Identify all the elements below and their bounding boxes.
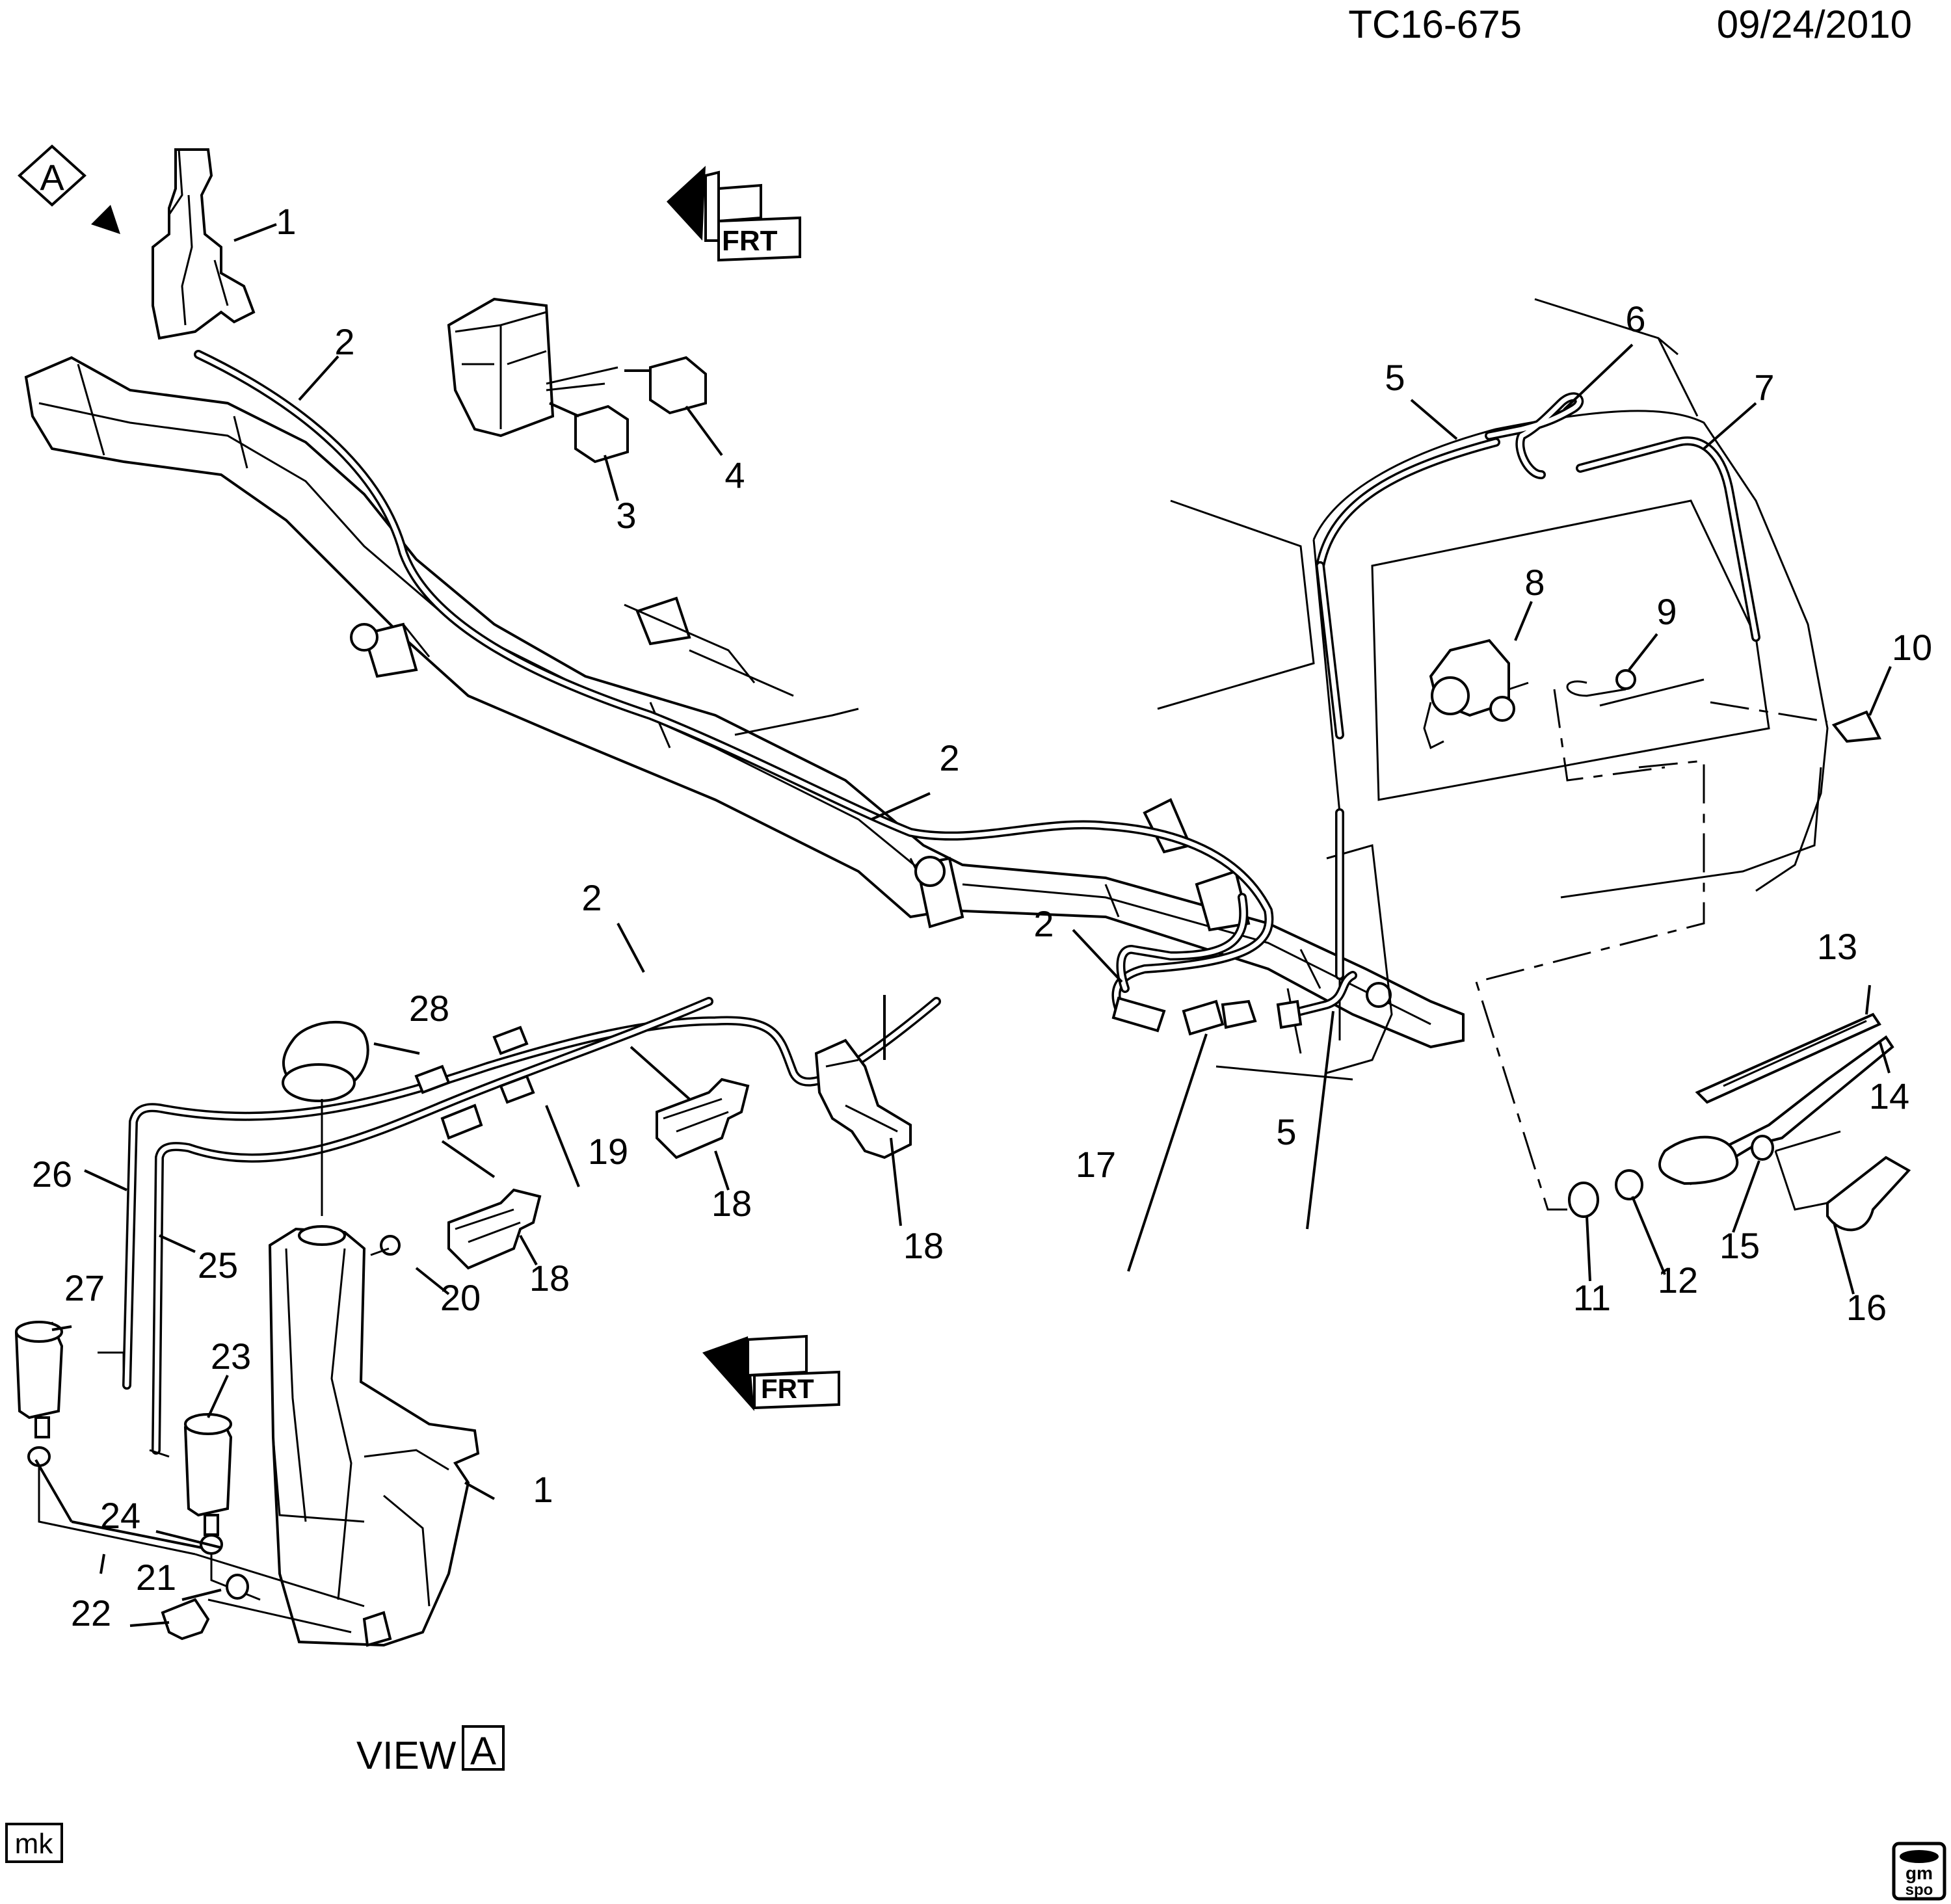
author-initials-text: mk — [15, 1828, 54, 1860]
callout-13: 13 — [1817, 926, 1857, 967]
relay-3 — [574, 404, 629, 464]
callout-19: 19 — [588, 1131, 628, 1172]
view-a-marker: A — [18, 144, 120, 234]
grommet-21 — [226, 1574, 249, 1600]
hose-5-lower — [1276, 971, 1357, 1029]
callout-3: 3 — [616, 495, 636, 536]
author-initials: mk — [5, 1823, 63, 1863]
module-assembly — [447, 297, 618, 438]
callout-24: 24 — [100, 1495, 140, 1536]
frt-label-bottom: FRT — [761, 1373, 814, 1404]
callout-18-mid: 18 — [711, 1183, 752, 1224]
callout-20: 20 — [440, 1277, 481, 1318]
callout-26: 26 — [32, 1154, 72, 1195]
callout-25: 25 — [198, 1245, 238, 1286]
callout-17: 17 — [1076, 1144, 1116, 1185]
nut-12 — [1615, 1169, 1643, 1200]
callout-6: 6 — [1625, 298, 1645, 339]
clip-18-mid — [656, 1078, 750, 1159]
callout-1-upper: 1 — [276, 201, 296, 242]
nut-15 — [1751, 1135, 1774, 1161]
diagram-date: 09/24/2010 — [1717, 3, 1912, 46]
view-caption-text: VIEW — [356, 1734, 457, 1777]
washer-hoses-lower — [98, 997, 941, 1458]
frt-label-top: FRT — [722, 225, 778, 257]
washer-pump-27 — [14, 1321, 64, 1467]
callout-16: 16 — [1846, 1287, 1887, 1328]
spo-logo-text: spo — [1905, 1881, 1933, 1899]
wiper-arm-14 — [1658, 1035, 1894, 1185]
washer-hose-rear — [1116, 893, 1249, 993]
view-a-marker-letter: A — [40, 157, 64, 198]
callout-12: 12 — [1658, 1260, 1698, 1301]
screw-20 — [380, 1235, 401, 1256]
rear-wiper-motor — [1423, 639, 1529, 750]
frt-arrow-top: FRT — [667, 166, 801, 262]
callout-labels: 1 2 3 4 5 6 7 8 9 10 2 2 2 13 14 28 19 1… — [32, 201, 1932, 1633]
callout-5-upper: 5 — [1385, 357, 1405, 398]
view-caption: VIEW A — [356, 1725, 505, 1777]
callout-18-left: 18 — [529, 1258, 570, 1299]
diagram-code: TC16-675 — [1348, 3, 1522, 46]
callout-28: 28 — [409, 988, 449, 1029]
filler-cap-28 — [282, 1020, 369, 1102]
nut-9 — [1615, 669, 1636, 690]
washer-reservoir-upper — [152, 148, 256, 340]
callout-2-upper: 2 — [334, 321, 354, 362]
relay-4 — [649, 356, 707, 415]
gm-logo-text: gm — [1905, 1863, 1933, 1883]
wiper-blade-13 — [1695, 1012, 1881, 1104]
callout-23: 23 — [211, 1336, 251, 1377]
connector-17 — [1182, 999, 1257, 1036]
frt-arrow-bottom: FRT — [702, 1334, 840, 1411]
callout-8: 8 — [1524, 562, 1545, 603]
washer-hose-upper — [194, 350, 1274, 1033]
wiper-arm-cap-16 — [1826, 1156, 1911, 1232]
washer-pump-23 — [183, 1413, 233, 1555]
clip-18-left — [447, 1188, 542, 1270]
liftgate-hoses — [1316, 392, 1760, 980]
callout-27: 27 — [64, 1267, 105, 1308]
callout-9: 9 — [1656, 591, 1677, 632]
callout-10: 10 — [1892, 627, 1932, 668]
callout-11: 11 — [1573, 1277, 1611, 1318]
callout-7: 7 — [1754, 367, 1774, 408]
callout-2-rear: 2 — [1033, 903, 1054, 944]
callout-22: 22 — [71, 1593, 111, 1633]
callout-18-right: 18 — [903, 1225, 944, 1266]
view-caption-letter: A — [470, 1729, 496, 1773]
callout-5-lower: 5 — [1276, 1111, 1296, 1152]
callout-15: 15 — [1719, 1225, 1760, 1266]
callout-2-mid: 2 — [939, 737, 959, 778]
callout-1-lower: 1 — [533, 1469, 553, 1510]
wiper-cap-10 — [1831, 710, 1882, 743]
callout-4: 4 — [724, 455, 745, 496]
washer-reservoir-lower — [268, 1225, 480, 1647]
leader-lines — [34, 223, 1892, 1627]
callout-21: 21 — [136, 1557, 176, 1598]
callout-14: 14 — [1869, 1076, 1909, 1117]
washer-11 — [1568, 1182, 1599, 1218]
gm-spo-logo: gm spo — [1892, 1842, 1946, 1901]
clip-18-right — [814, 1038, 912, 1159]
callout-2-lower: 2 — [581, 877, 602, 918]
frame-rail — [24, 356, 1465, 1049]
level-sensor-22 — [161, 1598, 210, 1641]
